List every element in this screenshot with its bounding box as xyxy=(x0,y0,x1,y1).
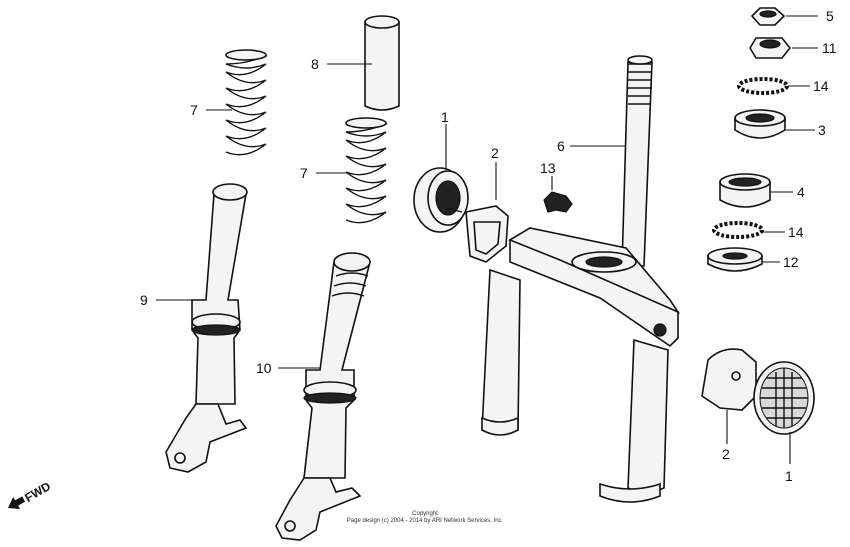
part-14-lower-ball-race xyxy=(712,221,785,239)
part-13-clip xyxy=(543,176,573,213)
part-6-steering-stem xyxy=(481,55,681,503)
callout-13: 13 xyxy=(540,160,556,176)
callout-7-left: 7 xyxy=(190,102,198,118)
fwd-arrow: FWD xyxy=(8,479,53,510)
callout-7-right: 7 xyxy=(300,165,308,181)
fwd-label: FWD xyxy=(22,479,53,505)
callout-3: 3 xyxy=(818,122,826,138)
part-4-ball-race xyxy=(719,173,793,208)
callout-2-lower: 2 xyxy=(722,446,730,462)
callout-2-upper: 2 xyxy=(491,145,499,161)
part-7-spring-left xyxy=(206,49,268,156)
callout-10: 10 xyxy=(256,360,272,376)
copyright-notice: Copyright Page design (c) 2004 - 2014 by… xyxy=(0,511,850,525)
callout-4: 4 xyxy=(797,184,805,200)
fwd-arrow-icon xyxy=(8,496,26,510)
callout-12: 12 xyxy=(783,254,799,270)
part-10-fork-leg-right xyxy=(275,252,372,541)
callout-6: 6 xyxy=(557,138,565,154)
callout-14-lower: 14 xyxy=(788,224,804,240)
part-9-fork-leg-left xyxy=(156,183,248,473)
part-7-spring-right xyxy=(316,117,388,224)
callout-8: 8 xyxy=(311,56,319,72)
part-1-headlight-lens-lower xyxy=(753,361,815,464)
part-8-collar-tube xyxy=(327,15,400,111)
copyright-line-1: Copyright xyxy=(412,511,438,517)
part-14-upper-ball-race xyxy=(737,77,810,95)
callout-1-upper: 1 xyxy=(441,109,449,125)
callout-5: 5 xyxy=(826,8,834,24)
part-12-bottom-cone-race xyxy=(707,247,780,272)
callout-1-lower: 1 xyxy=(785,468,793,484)
part-2-headlight-cover-upper xyxy=(465,162,509,263)
part-5-lock-nut xyxy=(750,7,818,26)
callout-9: 9 xyxy=(140,292,148,308)
part-3-top-cone-race xyxy=(734,109,815,139)
part-2-headlight-cover-lower xyxy=(701,348,757,444)
callout-11: 11 xyxy=(822,40,837,56)
part-1-headlight-case-upper xyxy=(413,124,469,233)
part-11-nut xyxy=(749,37,818,59)
copyright-line-2: Page design (c) 2004 - 2014 by ARI Netwo… xyxy=(346,518,504,524)
callout-14-upper: 14 xyxy=(813,78,829,94)
